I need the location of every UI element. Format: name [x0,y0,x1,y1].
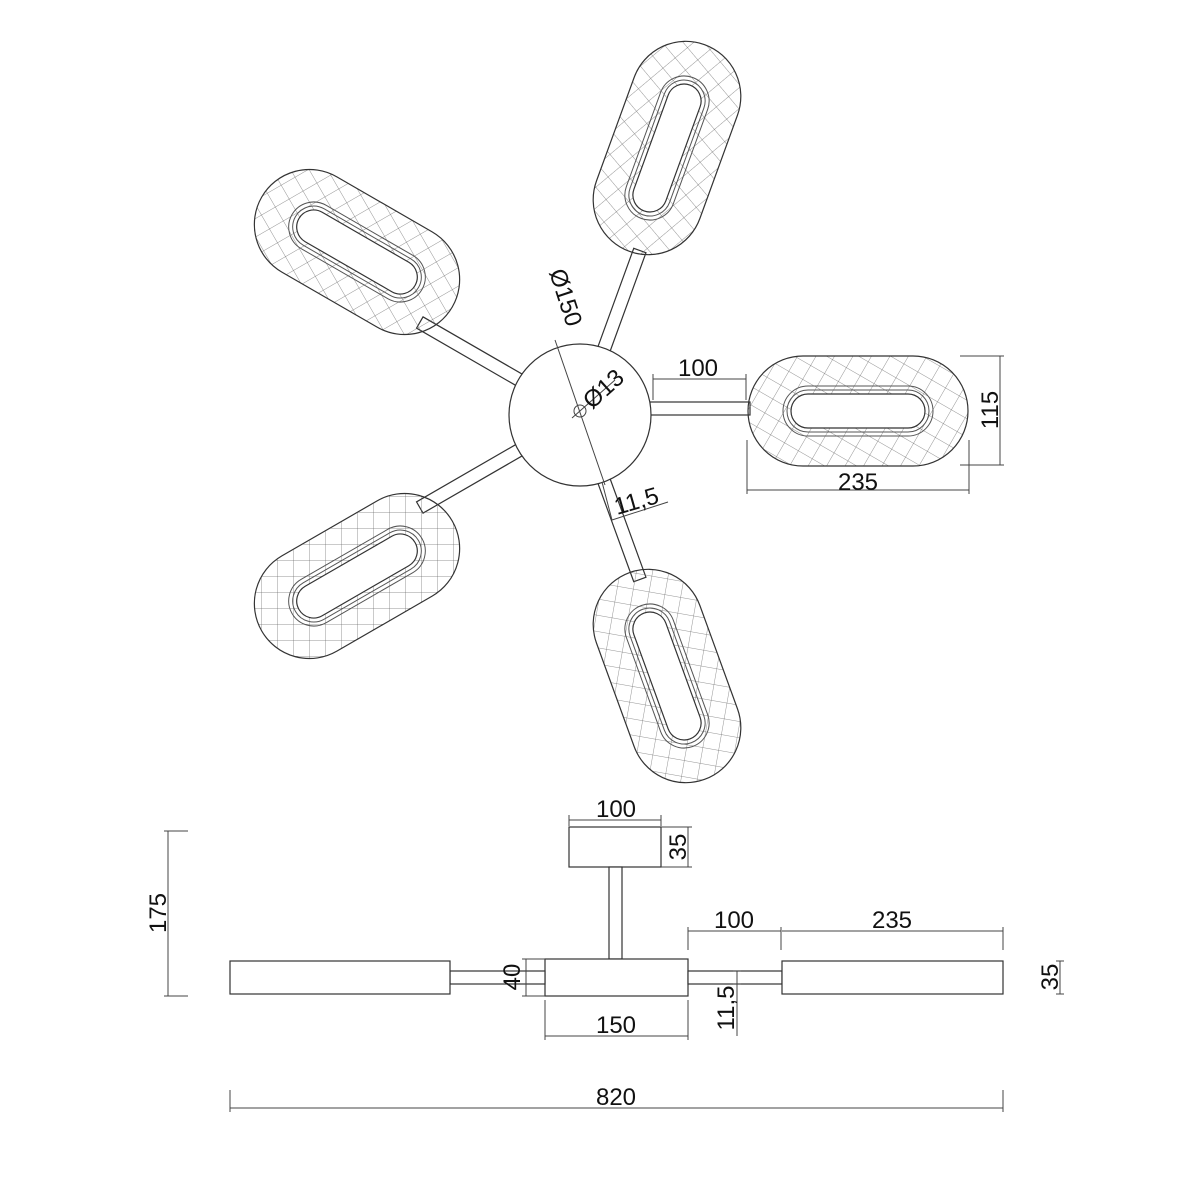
side-shade-left [229,960,451,995]
dim-shade-height: 115 [960,355,1004,466]
dim-hub-height: 40 [499,958,545,997]
dim-side-canopy-width: 100 [568,796,662,826]
side-stem [608,866,623,960]
dim-side-arm-thickness-label: 11,5 [713,986,740,1031]
dim-total-height-label: 175 [145,893,172,933]
dim-side-arm-length: 100 [687,907,782,950]
side-view: 100 35 175 100 235 [145,796,1064,1112]
dim-side-shade-length: 235 [782,907,1004,950]
shade-upper-left [253,168,461,336]
dim-shade-length-label: 235 [838,469,878,496]
dim-total-width-label: 820 [596,1084,636,1111]
dim-arm-length-label: 100 [678,355,718,382]
mount-hole [573,404,587,418]
dim-shade-length: 235 [746,440,970,496]
side-arm-right [687,970,783,985]
shade-lower-right [592,568,742,784]
dim-total-height: 175 [145,830,188,997]
dim-shade-height-label: 115 [977,391,1004,429]
dim-side-shade-height: 35 [1037,960,1064,995]
dim-side-canopy-height-label: 35 [665,834,692,861]
arm-upper-right [597,247,647,353]
dim-hub-width: 150 [544,1000,689,1040]
dim-hub-width-label: 150 [596,1012,636,1039]
canopy-circle [508,343,652,487]
dim-side-canopy-height: 35 [661,826,692,868]
shade-right [747,355,969,467]
dim-arm-length: 100 [652,355,747,400]
arm-right [649,401,751,416]
shade-upper-right [592,40,742,256]
side-arm-left [449,970,546,985]
top-view: Ø150 Ø13 100 115 235 11,5 [253,40,1004,784]
side-canopy [568,826,662,868]
side-hub [544,958,689,997]
dim-side-canopy-width-label: 100 [596,796,636,823]
dim-side-arm-length-label: 100 [714,907,754,934]
dim-hub-height-label: 40 [499,964,526,991]
dim-side-shade-length-label: 235 [872,907,912,934]
side-shade-right [781,960,1004,995]
dim-side-arm-thickness: 11,5 [713,970,741,1036]
dim-canopy-diameter: Ø150 [543,266,587,330]
shade-lower-left [253,492,461,660]
dim-total-width: 820 [229,1084,1004,1112]
dim-side-shade-height-label: 35 [1037,964,1064,991]
dim-arm-thickness-label: 11,5 [611,482,662,520]
